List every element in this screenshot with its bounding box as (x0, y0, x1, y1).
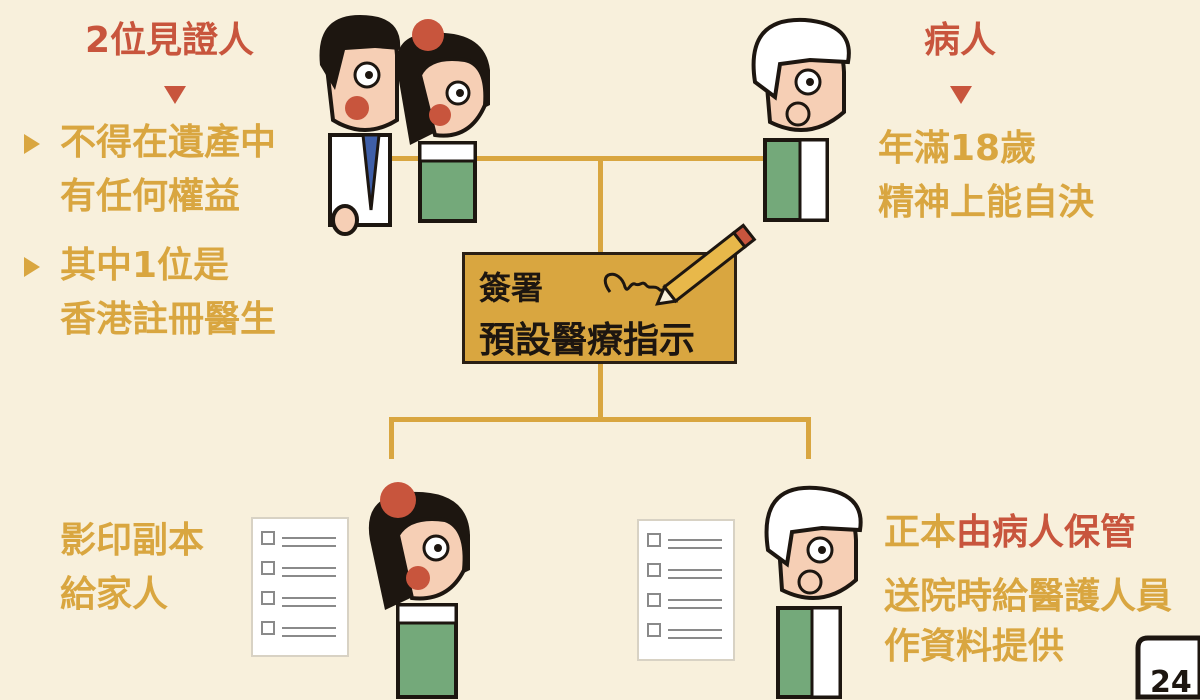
page-corner-badge (1135, 635, 1200, 700)
copy-line1: 影印副本 (60, 520, 205, 561)
witness-condition-1-line1: 不得在遺產中 (60, 122, 277, 163)
male-doctor-witness-icon (319, 15, 401, 236)
original-line2: 送院時給醫護人員 (884, 576, 1173, 617)
patient-arrow-down-icon (950, 86, 972, 104)
bullet-arrow-icon (24, 257, 40, 277)
patient-condition-line1: 年滿18歲 (878, 128, 1037, 169)
patient-condition-line2: 精神上能自決 (878, 182, 1095, 223)
connector-bottom-horizontal (389, 417, 811, 422)
original-label: 正本 (884, 512, 957, 553)
witnesses-arrow-down-icon (164, 86, 186, 104)
female-witness-icon (396, 19, 490, 223)
kept-by-patient-label: 由病人保管 (956, 512, 1137, 553)
bullet-arrow-icon (24, 134, 40, 154)
patient-with-original-icon (764, 485, 863, 699)
sign-directive-box: 簽署 預設醫療指示 (462, 252, 737, 364)
witness-condition-2-line2: 香港註冊醫生 (60, 299, 277, 340)
witnesses-title: 2位見證人 (85, 20, 255, 61)
copy-line2: 給家人 (60, 574, 169, 615)
connector-bottom-right-drop (806, 417, 811, 459)
advance-directive-label: 預設醫療指示 (479, 320, 696, 361)
family-member-icon (368, 482, 470, 699)
connector-bottom-left-drop (389, 417, 394, 459)
sign-label: 簽署 (479, 269, 544, 307)
page-number: 24 (1150, 665, 1192, 700)
patient-title: 病人 (924, 20, 997, 61)
document-copy-icon (251, 517, 349, 657)
signature-pen-icon (603, 223, 757, 306)
witness-condition-2-line1: 其中1位是 (60, 245, 230, 286)
original-line3: 作資料提供 (884, 626, 1065, 667)
connector-bottom-vertical (598, 362, 603, 420)
witness-condition-1-line2: 有任何權益 (60, 176, 241, 217)
document-original-icon (637, 519, 735, 661)
original-line1: 正本由病人保管 (884, 510, 1136, 557)
patient-icon (751, 17, 851, 222)
connector-top-vertical (598, 156, 603, 254)
connector-top-horizontal (380, 156, 772, 161)
